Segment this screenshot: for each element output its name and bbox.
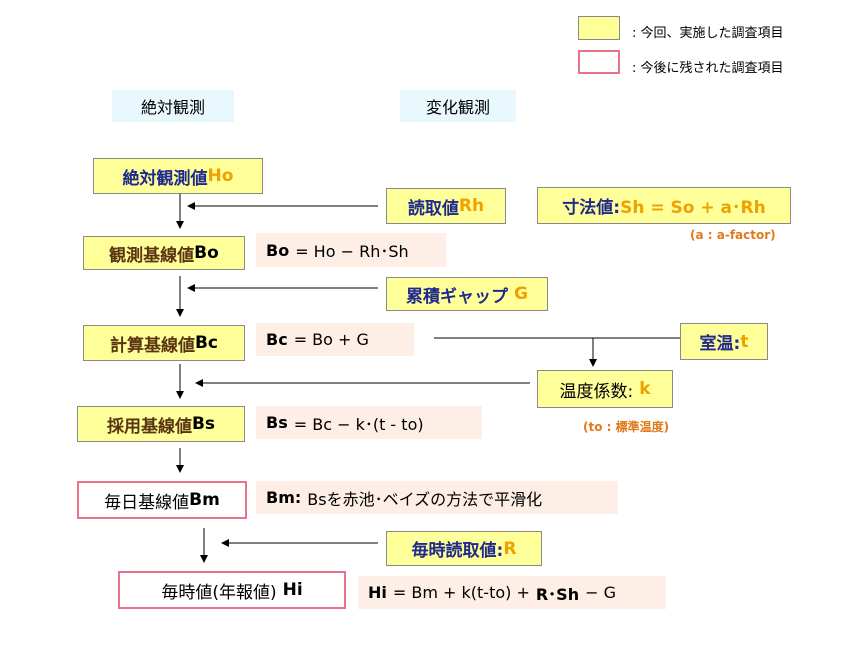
node-symbol: Bo <box>194 243 219 263</box>
formula-rhs: = Ho − Rh･Sh <box>295 242 409 261</box>
node-label: 読取値 <box>407 198 459 219</box>
formula-lhs: Bo <box>266 240 290 260</box>
legend-remaining-swatch <box>578 50 620 74</box>
legend-remaining-label: : 今後に残された調査項目 <box>632 61 784 76</box>
node-symbol: Bm <box>189 490 220 510</box>
node-hourly-reading-r: 毎時読取値:R <box>386 531 542 566</box>
node-symbol: t <box>740 331 749 352</box>
formula-rhs: = Bo + G <box>293 330 369 349</box>
node-symbol: Bc <box>194 333 219 353</box>
node-symbol: k <box>639 379 651 399</box>
formula-mid: = Bm + k(t-to) + <box>392 583 530 602</box>
node-hourly-value-hi: 毎時値(年報値)Hi <box>118 571 346 609</box>
formula-lhs: Bm: <box>266 488 302 507</box>
formula-bc: Bc = Bo + G <box>256 323 414 356</box>
node-symbol: R <box>503 538 517 559</box>
header-variation: 変化観測 <box>400 90 516 122</box>
node-label: 観測基線値 <box>109 245 195 266</box>
node-formula: Sh = So + a･Rh <box>620 198 766 218</box>
formula-lhs: Hi <box>368 583 387 602</box>
node-symbol: Hi <box>282 580 303 600</box>
node-label: 絶対観測値 <box>122 168 208 189</box>
formula-bs: Bs = Bc − k･(t - to) <box>256 406 482 439</box>
node-label: 累積ギャップ <box>406 286 509 307</box>
node-symbol: Rh <box>458 196 485 216</box>
node-label: 採用基線値 <box>106 416 192 437</box>
formula-rhs: = Bc − k･(t - to) <box>293 414 424 434</box>
node-label: 室温: <box>699 334 741 354</box>
node-label: 計算基線値 <box>109 335 195 356</box>
note-standard-temp: (to : 標準温度) <box>583 420 670 434</box>
node-label: 寸法値: <box>562 198 621 218</box>
node-label: 毎時読取値: <box>411 541 504 561</box>
node-symbol: Ho <box>207 166 234 186</box>
node-symbol: G <box>514 284 528 304</box>
header-absolute: 絶対観測 <box>112 90 234 122</box>
formula-tail: − G <box>585 583 616 602</box>
formula-lhs: Bc <box>266 330 288 349</box>
formula-r-sh: R･Sh <box>535 584 580 604</box>
formula-lhs: Bs <box>266 413 288 432</box>
formula-hi: Hi = Bm + k(t-to) + R･Sh − G <box>358 576 666 609</box>
node-label: 毎日基線値 <box>104 492 190 513</box>
note-a-factor: (a : a-factor) <box>690 228 776 242</box>
legend-implemented-label: : 今回、実施した調査項目 <box>632 26 784 41</box>
node-label: 温度係数: <box>559 381 634 402</box>
node-room-temp-t: 室温:t <box>680 323 768 360</box>
node-temp-coefficient-k: 温度係数:k <box>537 370 673 408</box>
node-label: 毎時値(年報値) <box>161 582 277 603</box>
legend-implemented-swatch <box>578 16 620 40</box>
formula-bm: Bm: Bsを赤池･ベイズの方法で平滑化 <box>256 481 618 514</box>
formula-rhs: Bsを赤池･ベイズの方法で平滑化 <box>307 489 543 509</box>
node-symbol: Bs <box>191 414 216 434</box>
formula-bo: Bo = Ho − Rh･Sh <box>256 233 446 267</box>
node-dimension-sh: 寸法値:Sh = So + a･Rh <box>537 187 791 224</box>
